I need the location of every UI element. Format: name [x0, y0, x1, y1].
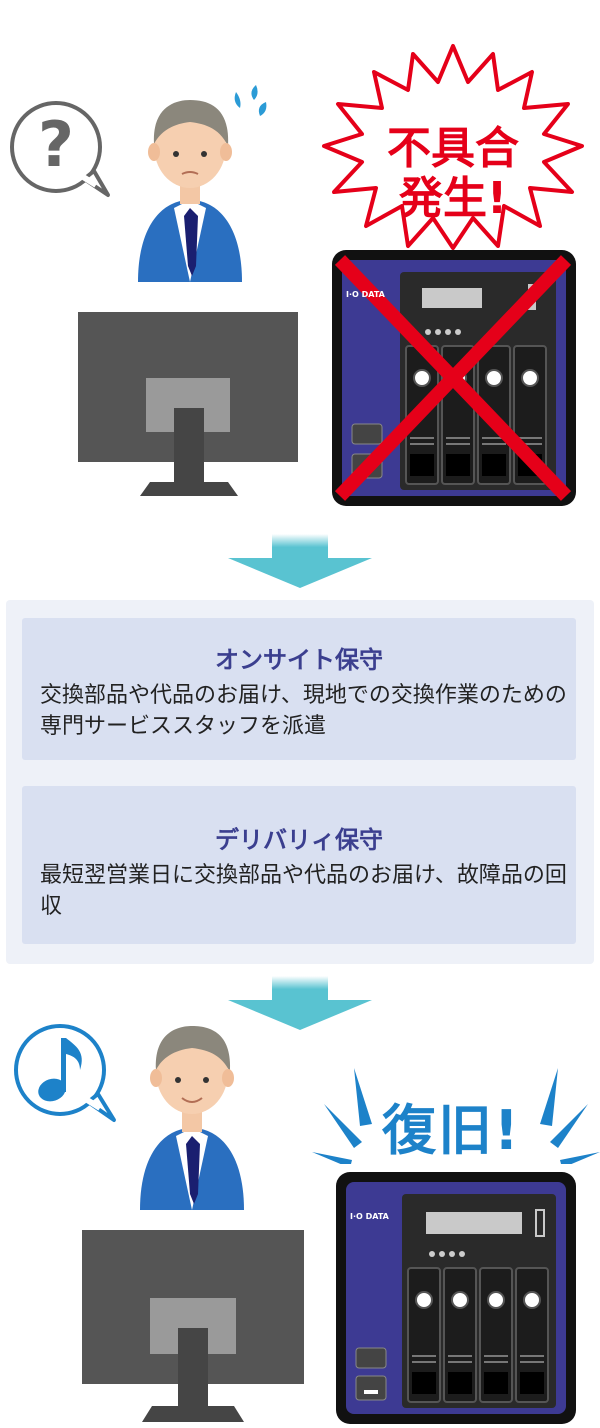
monitor-icon — [78, 312, 298, 496]
service-title: オンサイト保守 — [215, 646, 383, 674]
nas-device-icon — [332, 250, 576, 506]
nas-brand-label: I·O DATA — [346, 290, 385, 299]
service-description: 最短翌営業日に交換部品や代品のお届け、故障品の回収 — [40, 863, 567, 919]
relieved-person-icon — [140, 1026, 244, 1210]
nas-device-icon — [336, 1172, 576, 1424]
recovered-text: 復旧! — [382, 1099, 521, 1162]
service-card-delivery: デリバリィ保守 最短翌営業日に交換部品や代品のお届け、故障品の回収 — [22, 786, 576, 944]
down-arrow-icon — [228, 976, 372, 1030]
service-title: デリバリィ保守 — [215, 826, 383, 854]
service-card-onsite: オンサイト保守 交換部品や代品のお届け、現地での交換作業のための専門サービススタ… — [22, 618, 576, 760]
question-mark-icon: ? — [38, 108, 74, 181]
alert-text-line1: 不具合 — [387, 123, 519, 174]
music-note-icon — [38, 1038, 82, 1102]
service-description: 交換部品や代品のお届け、現地での交換作業のための専門サービススタッフを派遣 — [40, 683, 567, 739]
alert-text-line2: 発生! — [398, 173, 508, 224]
top-scene: ? 不具合 発生! — [0, 0, 600, 520]
bottom-scene: 復旧! I — [0, 1010, 600, 1428]
nas-brand-label: I·O DATA — [350, 1212, 389, 1221]
music-bubble-icon — [14, 1024, 116, 1122]
left-rays-icon — [312, 1068, 372, 1164]
down-arrow-icon — [228, 534, 372, 588]
right-rays-icon — [540, 1068, 600, 1164]
sweat-drops-icon — [234, 85, 267, 116]
monitor-icon — [82, 1230, 304, 1422]
worried-person-icon — [138, 100, 242, 282]
question-bubble-icon — [10, 101, 110, 197]
alert-burst-icon — [322, 44, 584, 250]
